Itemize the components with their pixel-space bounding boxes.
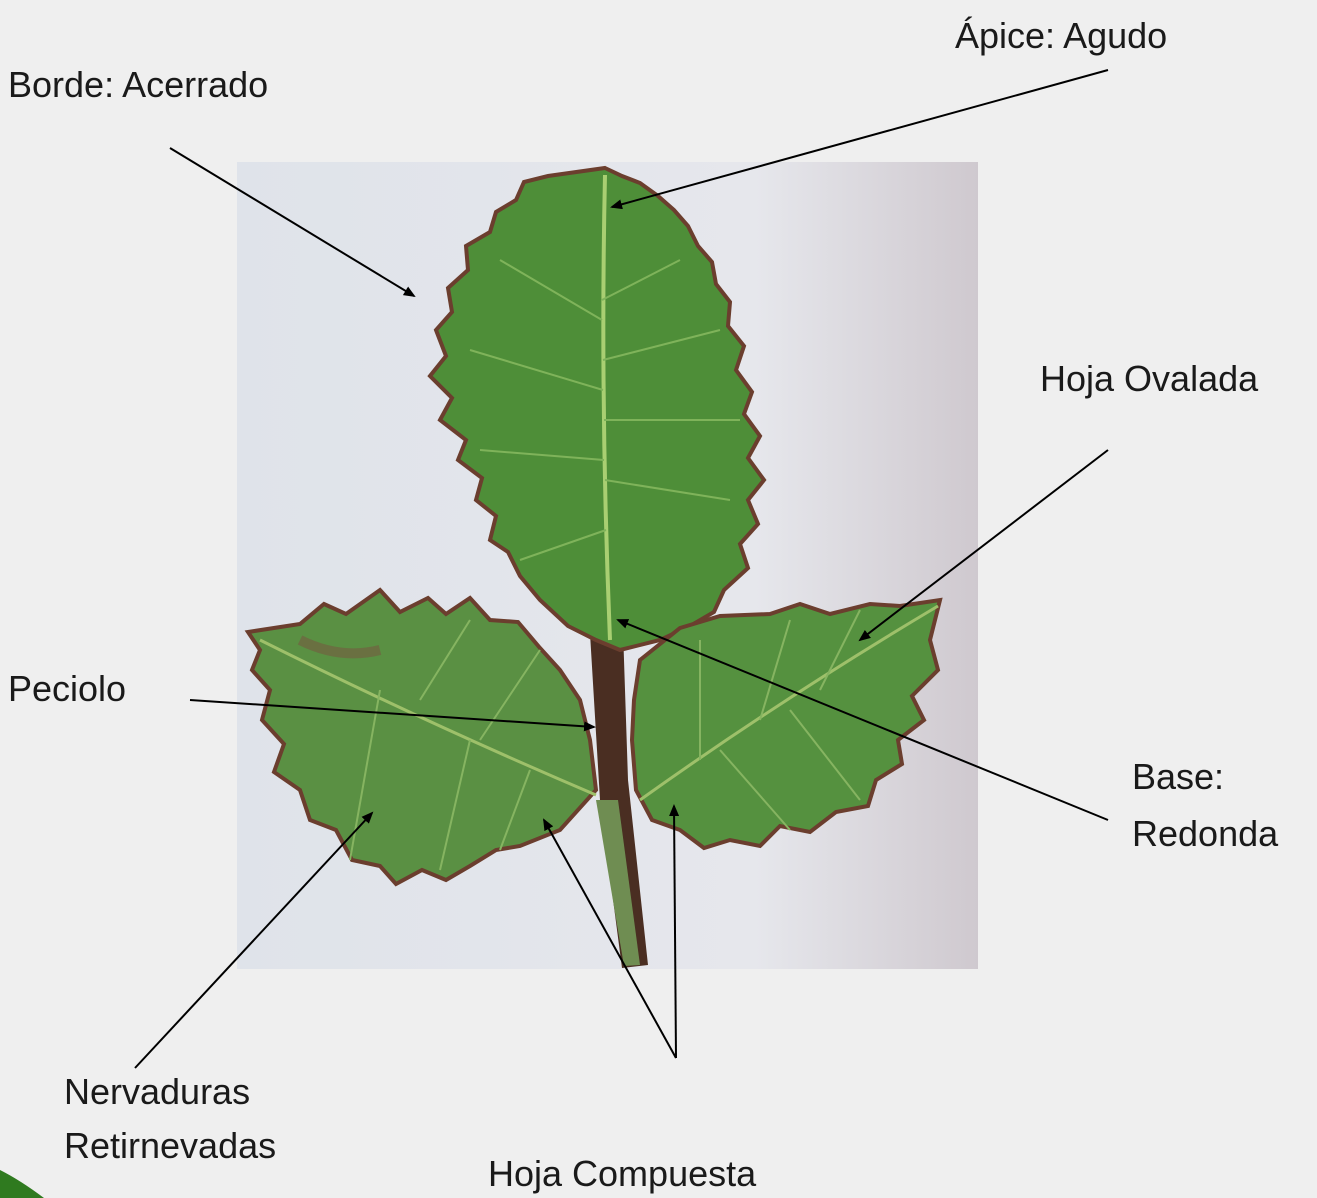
arrow-nervaduras — [134, 811, 374, 1069]
label-hoja-compuesta: Hoja Compuesta — [488, 1153, 757, 1194]
arrow-peciolo — [189, 699, 596, 732]
arrow-apice — [610, 69, 1109, 210]
arrow-compuesta-right — [669, 804, 680, 1059]
left-leaflet — [244, 587, 599, 887]
label-peciolo: Peciolo — [8, 668, 127, 709]
label-nervaduras-line2: Retirnevadas — [64, 1125, 277, 1166]
label-borde: Borde: Acerrado — [8, 64, 269, 105]
right-leaflet — [629, 597, 943, 851]
arrow-compuesta-left — [543, 818, 677, 1059]
label-nervaduras-line1: Nervaduras — [64, 1071, 251, 1112]
arrow-borde — [169, 147, 416, 298]
label-base-line1: Base: — [1132, 756, 1225, 797]
annotation-arrows — [134, 69, 1109, 1069]
label-hoja-ovalada: Hoja Ovalada — [1040, 358, 1259, 399]
arrow-base — [616, 619, 1109, 821]
terminal-leaflet — [427, 165, 767, 653]
leaf-photo — [244, 165, 943, 968]
petiole — [588, 600, 648, 968]
arrow-hoja-ovalada — [858, 449, 1109, 642]
corner-accent — [0, 1170, 44, 1198]
label-apice: Ápice: Agudo — [955, 15, 1168, 56]
label-base-line2: Redonda — [1132, 813, 1279, 854]
